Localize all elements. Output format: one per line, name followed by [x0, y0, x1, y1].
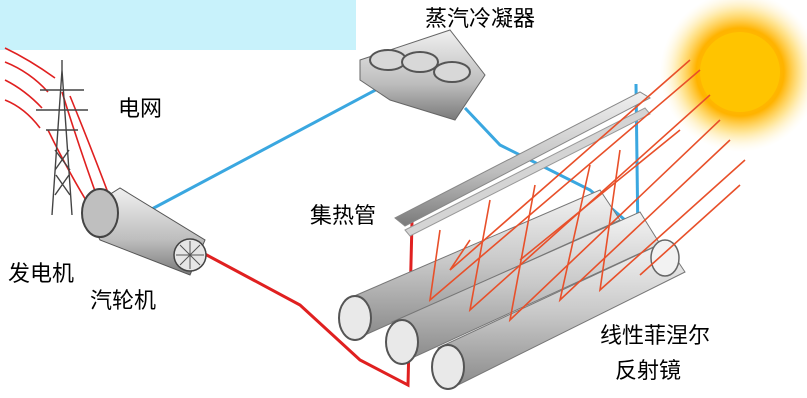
mirror-icon: [338, 189, 686, 390]
label-generator: 发电机: [8, 262, 75, 287]
generator-icon: [81, 187, 207, 276]
sun-rays: [428, 59, 746, 323]
label-turbine: 汽轮机: [90, 289, 157, 314]
label-grid: 电网: [118, 97, 163, 122]
transmission-tower-icon: [36, 60, 88, 216]
sun-icon: [660, 0, 807, 152]
label-collector-tube: 集热管: [310, 204, 377, 229]
condenser-icon: [359, 29, 486, 121]
label-reflector-line1: 线性菲涅尔: [600, 324, 711, 349]
collector-tube: [394, 91, 652, 237]
title-banner: [0, 0, 356, 50]
label-condenser: 蒸汽冷凝器: [425, 7, 536, 32]
label-reflector-line2: 反射镜: [615, 359, 682, 384]
